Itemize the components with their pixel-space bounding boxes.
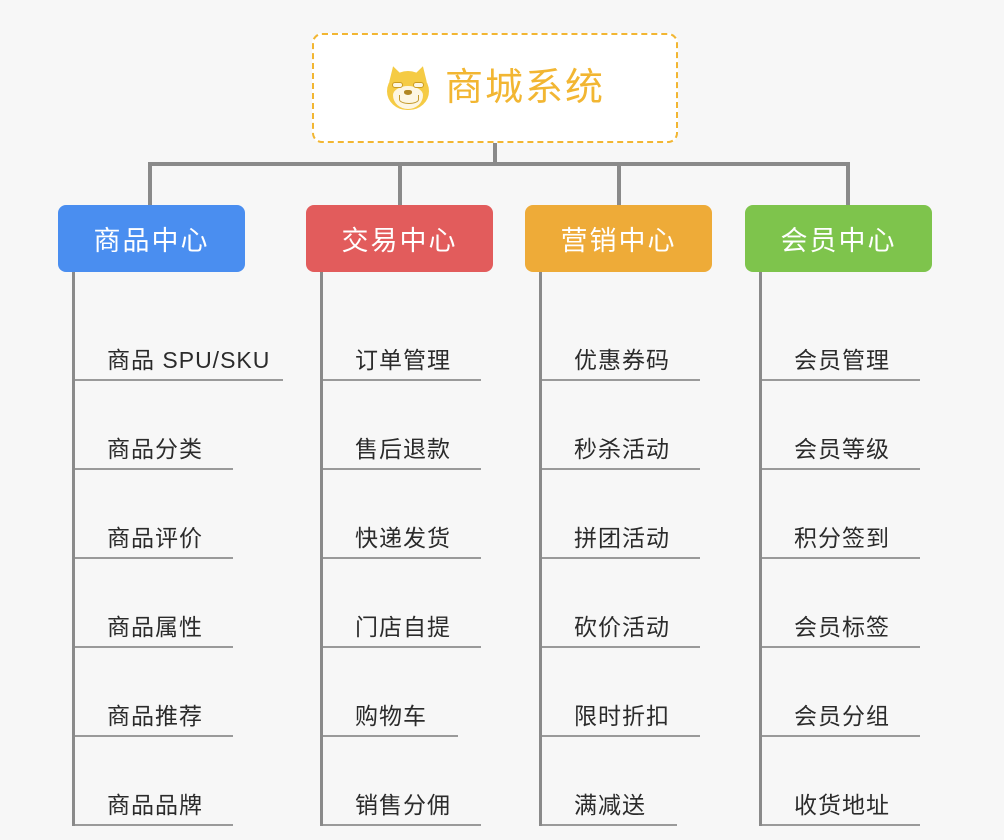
list-item[interactable]: 优惠券码 xyxy=(542,292,700,381)
root-node-商城系统[interactable]: 商城系统 xyxy=(312,33,678,143)
leaf-label: 购物车 xyxy=(355,702,427,729)
list-item[interactable]: 商品分类 xyxy=(75,381,233,470)
leaf-label: 会员标签 xyxy=(794,613,890,640)
list-item[interactable]: 购物车 xyxy=(323,648,458,737)
leaf-label: 商品推荐 xyxy=(107,702,203,729)
list-item[interactable]: 商品 SPU/SKU xyxy=(75,292,283,381)
leaf-list-1: 商品 SPU/SKU 商品分类 商品评价 商品属性 商品推荐 商品品牌 xyxy=(72,272,283,826)
category-node-4[interactable]: 会员中心 xyxy=(745,205,932,272)
leaf-label: 门店自提 xyxy=(355,613,451,640)
leaf-list-4: 会员管理 会员等级 积分签到 会员标签 会员分组 收货地址 xyxy=(759,272,945,826)
leaf-label: 订单管理 xyxy=(355,346,451,373)
category-node-1[interactable]: 商品中心 xyxy=(58,205,245,272)
category-node-3-label: 营销中心 xyxy=(560,226,677,256)
connector-drop-1 xyxy=(148,162,152,206)
root-node-label: 商城系统 xyxy=(444,67,605,109)
list-item[interactable]: 商品推荐 xyxy=(75,648,233,737)
leaf-label: 收货地址 xyxy=(794,791,890,818)
shiba-inu-face-icon xyxy=(385,64,431,111)
list-item[interactable]: 快递发货 xyxy=(323,470,481,559)
leaf-label: 商品 SPU/SKU xyxy=(107,346,271,373)
leaf-label: 满减送 xyxy=(574,791,646,818)
branch-column-1: 商品中心 商品 SPU/SKU 商品分类 商品评价 商品属性 商品推荐 商品品牌 xyxy=(58,205,283,826)
leaf-label: 秒杀活动 xyxy=(574,435,670,462)
list-item[interactable]: 门店自提 xyxy=(323,559,481,648)
leaf-label: 会员分组 xyxy=(794,702,890,729)
list-item[interactable]: 会员管理 xyxy=(762,292,920,381)
list-item[interactable]: 订单管理 xyxy=(323,292,481,381)
leaf-label: 限时折扣 xyxy=(574,702,670,729)
list-item[interactable]: 商品属性 xyxy=(75,559,233,648)
list-item[interactable]: 限时折扣 xyxy=(542,648,700,737)
leaf-label: 积分签到 xyxy=(794,524,890,551)
list-item[interactable]: 商品评价 xyxy=(75,470,233,559)
leaf-label: 快递发货 xyxy=(355,524,451,551)
leaf-list-3: 优惠券码 秒杀活动 拼团活动 砍价活动 限时折扣 满减送 xyxy=(539,272,725,826)
list-item[interactable]: 商品品牌 xyxy=(75,737,233,826)
leaf-label: 会员管理 xyxy=(794,346,890,373)
leaf-label: 拼团活动 xyxy=(574,524,670,551)
leaf-label: 销售分佣 xyxy=(355,791,451,818)
branch-column-4: 会员中心 会员管理 会员等级 积分签到 会员标签 会员分组 收货地址 xyxy=(745,205,945,826)
leaf-label: 砍价活动 xyxy=(574,613,670,640)
list-item[interactable]: 销售分佣 xyxy=(323,737,481,826)
list-item[interactable]: 满减送 xyxy=(542,737,677,826)
list-item[interactable]: 会员分组 xyxy=(762,648,920,737)
leaf-list-2: 订单管理 售后退款 快递发货 门店自提 购物车 销售分佣 xyxy=(320,272,506,826)
category-node-4-label: 会员中心 xyxy=(780,226,897,256)
leaf-label: 售后退款 xyxy=(355,435,451,462)
connector-drop-2 xyxy=(398,162,402,206)
leaf-label: 商品评价 xyxy=(107,524,203,551)
leaf-label: 会员等级 xyxy=(794,435,890,462)
list-item[interactable]: 积分签到 xyxy=(762,470,920,559)
category-node-2[interactable]: 交易中心 xyxy=(306,205,493,272)
connector-drop-4 xyxy=(846,162,850,206)
list-item[interactable]: 售后退款 xyxy=(323,381,481,470)
category-node-2-label: 交易中心 xyxy=(341,226,458,256)
leaf-label: 商品分类 xyxy=(107,435,203,462)
category-node-3[interactable]: 营销中心 xyxy=(525,205,712,272)
list-item[interactable]: 砍价活动 xyxy=(542,559,700,648)
list-item[interactable]: 会员标签 xyxy=(762,559,920,648)
connector-horizontal-bus xyxy=(148,162,850,166)
leaf-label: 商品属性 xyxy=(107,613,203,640)
list-item[interactable]: 会员等级 xyxy=(762,381,920,470)
list-item[interactable]: 拼团活动 xyxy=(542,470,700,559)
list-item[interactable]: 秒杀活动 xyxy=(542,381,700,470)
connector-root-stem xyxy=(493,143,497,164)
leaf-label: 商品品牌 xyxy=(107,791,203,818)
category-node-1-label: 商品中心 xyxy=(93,226,210,256)
connector-drop-3 xyxy=(617,162,621,206)
leaf-label: 优惠券码 xyxy=(574,346,670,373)
branch-column-2: 交易中心 订单管理 售后退款 快递发货 门店自提 购物车 销售分佣 xyxy=(306,205,506,826)
list-item[interactable]: 收货地址 xyxy=(762,737,920,826)
branch-column-3: 营销中心 优惠券码 秒杀活动 拼团活动 砍价活动 限时折扣 满减送 xyxy=(525,205,725,826)
